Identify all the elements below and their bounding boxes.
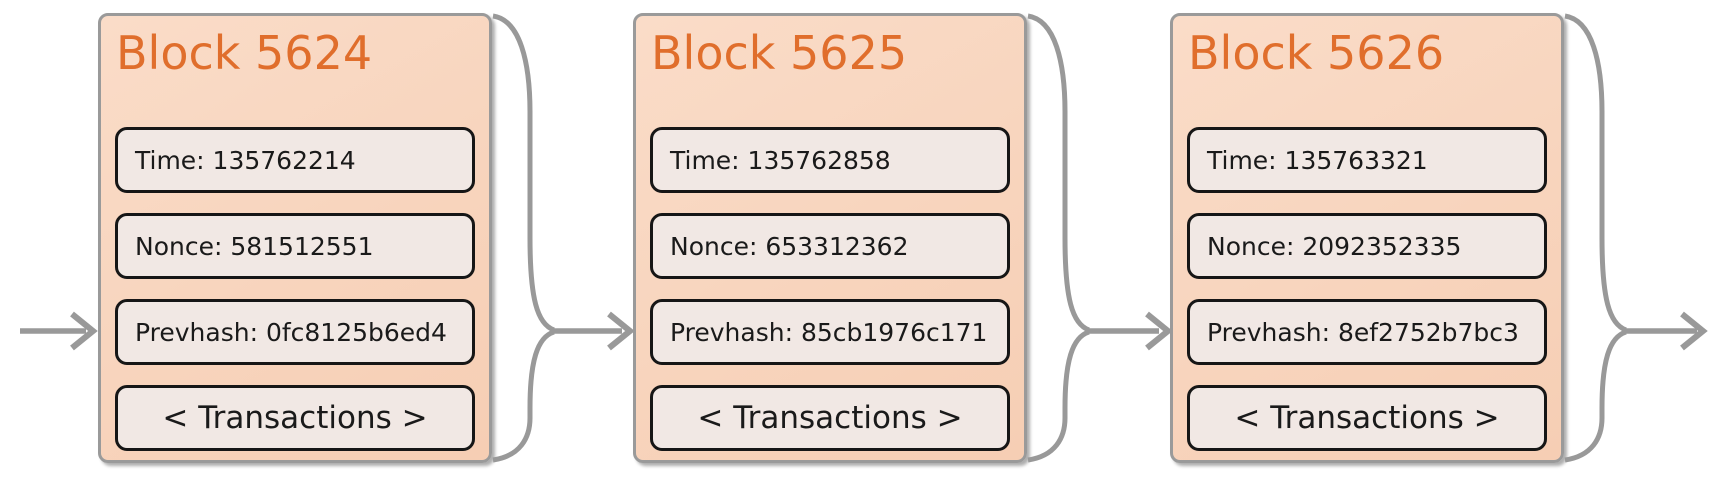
brace-bottom xyxy=(1564,329,1627,463)
arrowhead-icon xyxy=(1145,311,1173,351)
block-5625: Block 5625 Time: 135762858 Nonce: 653312… xyxy=(633,13,1027,463)
block-fields: Time: 135762858 Nonce: 653312362 Prevhas… xyxy=(650,127,1010,451)
chain-connector-brace xyxy=(1564,13,1708,463)
arrowhead-icon xyxy=(1680,311,1708,351)
chain-connector-brace xyxy=(1027,13,1173,463)
block-5626: Block 5626 Time: 135763321 Nonce: 209235… xyxy=(1170,13,1564,463)
nonce-field: Nonce: 581512551 xyxy=(115,213,475,279)
brace-bottom xyxy=(492,329,555,463)
brace-bottom xyxy=(1027,329,1090,463)
incoming-arrow-icon xyxy=(20,311,98,351)
nonce-field: Nonce: 653312362 xyxy=(650,213,1010,279)
prevhash-field: Prevhash: 0fc8125b6ed4 xyxy=(115,299,475,365)
block-5624: Block 5624 Time: 135762214 Nonce: 581512… xyxy=(98,13,492,463)
block-title: Block 5626 xyxy=(1188,26,1445,80)
transactions-button[interactable]: < Transactions > xyxy=(1187,385,1547,451)
transactions-button[interactable]: < Transactions > xyxy=(650,385,1010,451)
arrowhead-icon xyxy=(70,311,98,351)
prevhash-field: Prevhash: 8ef2752b7bc3 xyxy=(1187,299,1547,365)
block-fields: Time: 135762214 Nonce: 581512551 Prevhas… xyxy=(115,127,475,451)
block-fields: Time: 135763321 Nonce: 2092352335 Prevha… xyxy=(1187,127,1547,451)
time-field: Time: 135763321 xyxy=(1187,127,1547,193)
nonce-field: Nonce: 2092352335 xyxy=(1187,213,1547,279)
prevhash-field: Prevhash: 85cb1976c171 xyxy=(650,299,1010,365)
transactions-button[interactable]: < Transactions > xyxy=(115,385,475,451)
time-field: Time: 135762858 xyxy=(650,127,1010,193)
arrowhead-icon xyxy=(607,311,635,351)
brace-top xyxy=(1027,13,1091,333)
brace-top xyxy=(1564,13,1628,333)
brace-top xyxy=(492,13,556,333)
time-field: Time: 135762214 xyxy=(115,127,475,193)
block-title: Block 5624 xyxy=(116,26,373,80)
block-title: Block 5625 xyxy=(651,26,908,80)
chain-connector-brace xyxy=(492,13,635,463)
